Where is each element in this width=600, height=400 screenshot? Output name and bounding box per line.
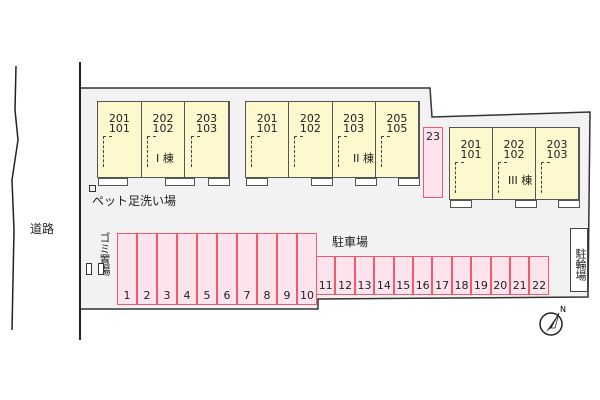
stairs-icon [455,162,464,193]
stairs-icon [190,136,200,167]
parking-spot-12: 12 [335,256,355,295]
stairs-icon [294,136,304,167]
parking-spot-3: 3 [157,233,177,305]
stairs-icon [498,162,507,193]
parking-spot-2: 2 [137,233,157,305]
balcony [450,200,472,208]
parking-spot-13: 13 [354,256,375,295]
compass-icon: N [539,305,566,336]
garbage-bin-icon [86,263,92,275]
balcony [165,178,195,186]
balcony [208,178,230,186]
parking-spot-7: 7 [237,233,257,305]
parking-spot-11: 11 [316,256,336,295]
stairs-icon [380,136,390,167]
parking-spot-23: 23 [423,127,443,198]
parking-spot-14: 14 [374,256,394,295]
parking-spot-20: 20 [490,256,510,295]
building-label: II 棟 [353,150,374,166]
parking-spot-16: 16 [413,256,433,295]
building-label: III 棟 [508,172,533,188]
stairs-icon [541,162,550,193]
stairs-icon [147,136,156,167]
balcony [355,178,377,186]
parking-spot-15: 15 [393,256,413,295]
parking-spot-6: 6 [217,233,237,305]
parking-spot-22: 22 [529,256,549,295]
road-label: 道路 [30,222,55,236]
parking-spot-8: 8 [257,233,277,305]
stairs-icon [103,136,113,167]
parking-spot-10: 10 [297,233,317,305]
parking-spot-5: 5 [197,233,217,305]
stairs-icon [251,136,261,167]
parking-spot-4: 4 [177,233,197,305]
parking-spot-1: 1 [117,233,137,305]
bicycle-parking: 駐輪場 [570,228,588,292]
parking-spot-18: 18 [451,256,472,295]
balcony [246,178,268,186]
parking-spot-21: 21 [510,256,530,295]
parking-spot-17: 17 [432,256,452,295]
balcony [515,200,537,208]
building-label: I 棟 [156,150,174,166]
svg-text:N: N [560,305,566,314]
pet-wash-label: ペット足洗い場 [92,194,177,208]
balcony [558,200,580,208]
balcony [398,178,420,186]
garbage-bin-icon [98,263,104,275]
balcony [98,178,128,186]
parking-spot-19: 19 [471,256,491,295]
pet-wash-icon [89,185,96,192]
parking-label: 駐車場 [332,235,369,249]
balcony [311,178,333,186]
parking-spot-9: 9 [277,233,297,305]
stairs-icon [337,136,347,167]
